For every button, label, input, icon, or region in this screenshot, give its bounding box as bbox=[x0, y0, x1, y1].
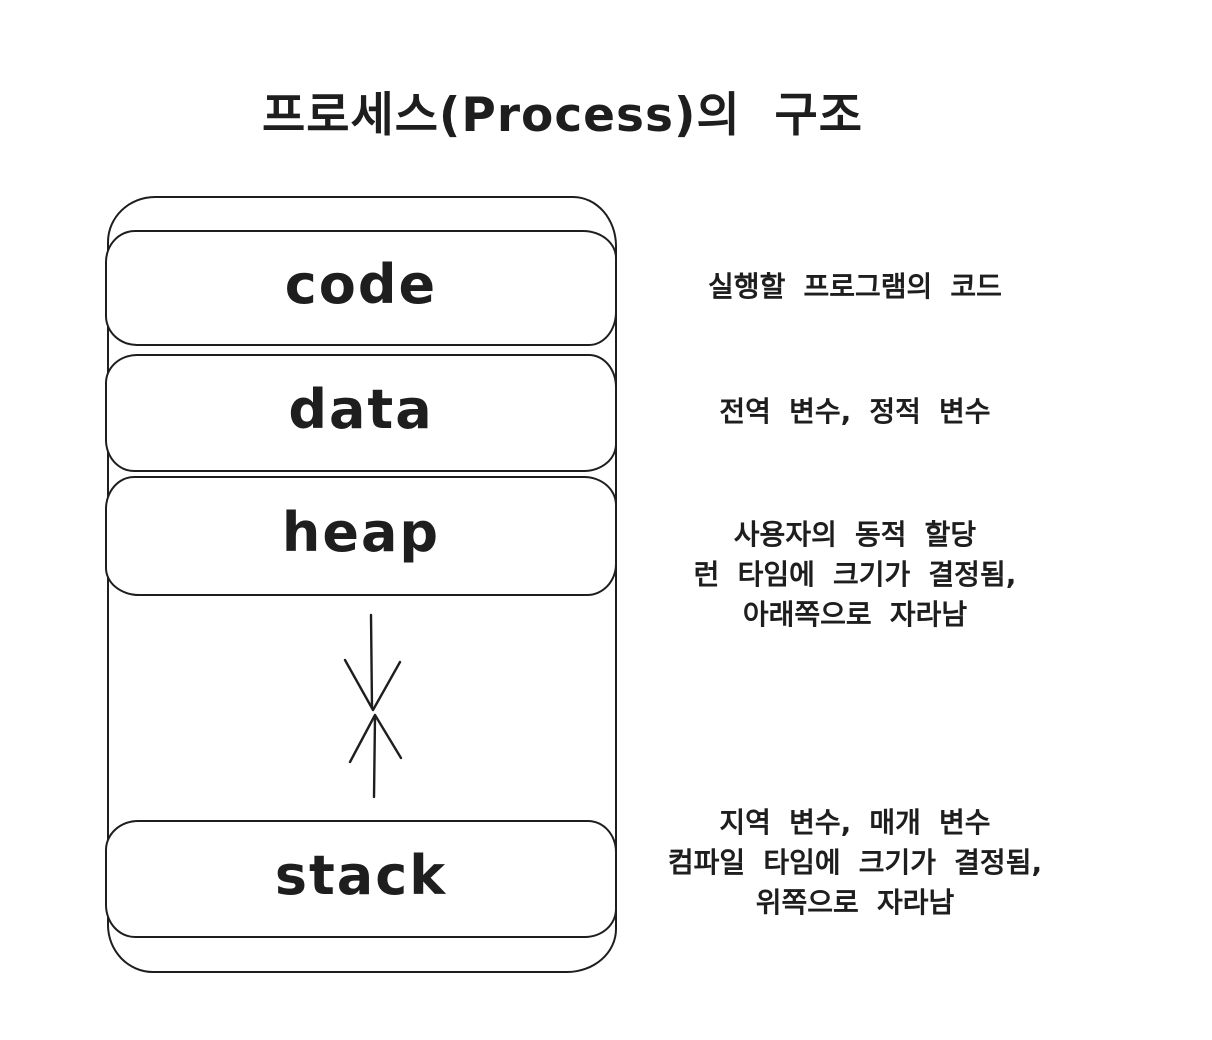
note-heap-line-3: 아래쪽으로 자라남 bbox=[742, 598, 968, 631]
note-heap: 사용자의 동적 할당 런 타임에 크기가 결정됨, 아래쪽으로 자라남 bbox=[618, 515, 1092, 635]
segment-data: data bbox=[105, 354, 617, 472]
note-data-line: 전역 변수, 정적 변수 bbox=[719, 395, 991, 428]
segment-heap-label: heap bbox=[281, 500, 441, 564]
segment-stack: stack bbox=[105, 820, 617, 938]
note-stack-line-2: 컴파일 타임에 크기가 결정됨, bbox=[667, 846, 1043, 879]
segment-data-label: data bbox=[288, 377, 434, 441]
segment-code: code bbox=[105, 230, 617, 346]
segment-stack-label: stack bbox=[274, 843, 448, 907]
process-memory-container bbox=[107, 196, 617, 973]
heap-grow-down-arrow bbox=[343, 613, 402, 712]
note-data: 전역 변수, 정적 변수 bbox=[618, 392, 1092, 432]
note-heap-line-2: 런 타임에 크기가 결정됨, bbox=[693, 558, 1017, 591]
segment-heap: heap bbox=[105, 476, 617, 596]
stack-grow-up-arrow bbox=[348, 713, 403, 799]
growth-arrows bbox=[343, 613, 403, 799]
note-code: 실행할 프로그램의 코드 bbox=[618, 267, 1092, 307]
note-heap-line-1: 사용자의 동적 할당 bbox=[733, 518, 977, 551]
note-stack-line-1: 지역 변수, 매개 변수 bbox=[719, 806, 991, 839]
diagram-title: 프로세스(Process)의 구조 bbox=[261, 88, 864, 143]
note-stack-line-3: 위쪽으로 자라남 bbox=[755, 886, 955, 919]
note-stack: 지역 변수, 매개 변수 컴파일 타임에 크기가 결정됨, 위쪽으로 자라남 bbox=[618, 803, 1092, 923]
segment-code-label: code bbox=[284, 252, 438, 316]
note-code-line: 실행할 프로그램의 코드 bbox=[708, 270, 1002, 303]
